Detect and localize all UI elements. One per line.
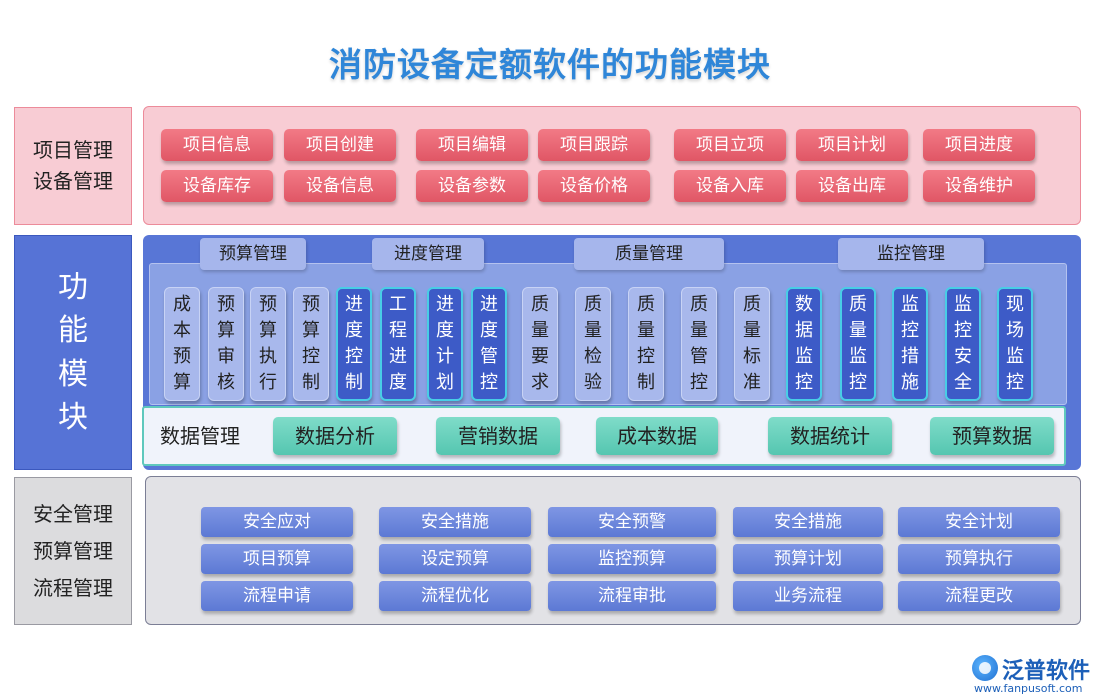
module-column[interactable]: 现场监控 (997, 287, 1033, 401)
data-button[interactable]: 营销数据 (436, 417, 560, 455)
module-button[interactable]: 设备库存 (161, 170, 273, 202)
module-button[interactable]: 安全措施 (379, 507, 531, 537)
page-title: 消防设备定额软件的功能模块 (329, 45, 771, 84)
module-button[interactable]: 设备价格 (538, 170, 650, 202)
module-button[interactable]: 预算计划 (733, 544, 883, 574)
side-label-line: 预算管理 (33, 538, 113, 563)
module-button[interactable]: 项目计划 (796, 129, 908, 161)
data-button[interactable]: 数据分析 (273, 417, 397, 455)
module-column[interactable]: 质量要求 (522, 287, 558, 401)
side-label-char: 能 (58, 313, 88, 348)
module-button[interactable]: 安全计划 (898, 507, 1060, 537)
module-button[interactable]: 项目预算 (201, 544, 353, 574)
group-header-progress[interactable]: 进度管理 (372, 238, 484, 270)
data-button[interactable]: 预算数据 (930, 417, 1054, 455)
module-column[interactable]: 质量监控 (840, 287, 876, 401)
module-button[interactable]: 项目创建 (284, 129, 396, 161)
module-column[interactable]: 预算执行 (250, 287, 286, 401)
module-button[interactable]: 业务流程 (733, 581, 883, 611)
side-label-line: 项目管理 (33, 138, 113, 162)
module-button[interactable]: 设备信息 (284, 170, 396, 202)
side-label-line: 安全管理 (33, 501, 113, 526)
module-column[interactable]: 进度控制 (336, 287, 372, 401)
module-button[interactable]: 设备入库 (674, 170, 786, 202)
module-column[interactable]: 质量检验 (575, 287, 611, 401)
module-column[interactable]: 进度计划 (427, 287, 463, 401)
side-label-line: 设备管理 (33, 169, 113, 193)
data-management-label: 数据管理 (160, 424, 240, 448)
module-column[interactable]: 工程进度 (380, 287, 416, 401)
module-button[interactable]: 项目进度 (923, 129, 1035, 161)
module-column[interactable]: 监控措施 (892, 287, 928, 401)
module-column[interactable]: 预算审核 (208, 287, 244, 401)
module-button[interactable]: 安全预警 (548, 507, 716, 537)
logo-url: www.fanpusoft.com (974, 682, 1083, 695)
module-button[interactable]: 流程申请 (201, 581, 353, 611)
module-button[interactable]: 流程审批 (548, 581, 716, 611)
side-label-line: 流程管理 (33, 575, 113, 600)
module-button[interactable]: 流程更改 (898, 581, 1060, 611)
module-column[interactable]: 预算控制 (293, 287, 329, 401)
module-button[interactable]: 设备维护 (923, 170, 1035, 202)
side-label-safety-budget-process: 安全管理 预算管理 流程管理 (14, 477, 132, 625)
project-equipment-panel (143, 106, 1081, 225)
brand-logo[interactable]: 泛普软件 www.fanpusoft.com (970, 652, 1094, 696)
module-button[interactable]: 监控预算 (548, 544, 716, 574)
module-column[interactable]: 质量管控 (681, 287, 717, 401)
logo-icon (972, 655, 998, 681)
module-button[interactable]: 预算执行 (898, 544, 1060, 574)
module-column[interactable]: 进度管控 (471, 287, 507, 401)
side-label-project-equipment: 项目管理 设备管理 (14, 107, 132, 225)
module-column[interactable]: 成本预算 (164, 287, 200, 401)
side-label-char: 块 (58, 400, 88, 435)
module-button[interactable]: 项目立项 (674, 129, 786, 161)
module-button[interactable]: 项目跟踪 (538, 129, 650, 161)
module-column[interactable]: 质量标准 (734, 287, 770, 401)
side-label-function-modules: 功 能 模 块 (14, 235, 132, 470)
module-button[interactable]: 项目编辑 (416, 129, 528, 161)
module-column[interactable]: 质量控制 (628, 287, 664, 401)
module-button[interactable]: 设定预算 (379, 544, 531, 574)
module-button[interactable]: 设备出库 (796, 170, 908, 202)
data-button[interactable]: 数据统计 (768, 417, 892, 455)
module-button[interactable]: 安全应对 (201, 507, 353, 537)
group-header-quality[interactable]: 质量管理 (574, 238, 724, 270)
module-button[interactable]: 设备参数 (416, 170, 528, 202)
module-column[interactable]: 数据监控 (786, 287, 822, 401)
module-button[interactable]: 项目信息 (161, 129, 273, 161)
data-button[interactable]: 成本数据 (596, 417, 718, 455)
side-label-char: 功 (58, 269, 88, 305)
module-button[interactable]: 安全措施 (733, 507, 883, 537)
group-header-monitoring[interactable]: 监控管理 (838, 238, 984, 270)
logo-name: 泛普软件 (1002, 659, 1091, 684)
side-label-char: 模 (58, 356, 88, 392)
module-column[interactable]: 监控安全 (945, 287, 981, 401)
group-header-budget[interactable]: 预算管理 (200, 238, 306, 270)
module-button[interactable]: 流程优化 (379, 581, 531, 611)
